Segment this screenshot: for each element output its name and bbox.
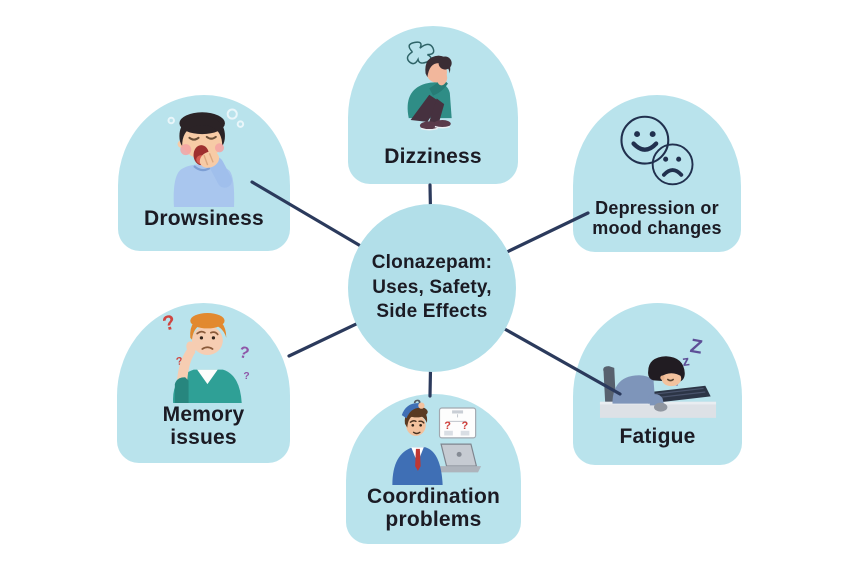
node-label-dizziness: Dizziness xyxy=(384,145,482,169)
question-mark: ? xyxy=(175,355,184,368)
z-letter: z xyxy=(681,354,690,371)
question-mark: ? xyxy=(160,310,178,335)
node-label-memory-issues: Memory issues xyxy=(162,402,245,450)
happy-sad-faces-icon xyxy=(573,95,741,198)
dizzy-seated-person-icon xyxy=(348,26,518,145)
node-label-coordination-problems: Coordination problems xyxy=(366,484,501,532)
dizzy-person-illustration xyxy=(406,41,452,132)
node-fatigue: Z z z z Fatigue xyxy=(573,303,742,465)
confused-businessman-laptop-icon: ? ? ? xyxy=(346,394,521,485)
z-letter: Z xyxy=(688,336,704,360)
confused-elderly-man-icon: ? ? ? ? xyxy=(117,303,290,403)
businessman-laptop-illustration: ? ? ? xyxy=(391,397,481,485)
node-memory-issues: ? ? ? ? Memory issues xyxy=(117,303,290,463)
yawning-person-icon xyxy=(118,95,290,208)
question-mark: ? xyxy=(237,343,250,363)
center-topic-label: Clonazepam: Uses, Safety, Side Effects xyxy=(371,251,493,323)
node-label-depression: Depression or mood changes xyxy=(592,197,722,238)
node-label-fatigue: Fatigue xyxy=(619,425,696,449)
sleeping-on-keyboard-icon: Z z z z xyxy=(573,303,742,425)
sleeping-person-illustration: Z z z z xyxy=(599,336,716,419)
question-mark: ? xyxy=(444,420,451,432)
confused-man-illustration: ? ? ? ? xyxy=(160,310,250,403)
node-drowsiness: Drowsiness xyxy=(118,95,290,251)
node-coordination-problems: ? ? ? xyxy=(346,394,521,544)
node-label-drowsiness: Drowsiness xyxy=(144,207,264,231)
question-mark: ? xyxy=(243,371,249,382)
mood-faces-illustration xyxy=(620,115,694,185)
center-topic: Clonazepam: Uses, Safety, Side Effects xyxy=(348,204,516,372)
yawning-person-illustration xyxy=(167,109,245,208)
question-mark: ? xyxy=(461,420,468,432)
node-dizziness: Dizziness xyxy=(348,26,518,184)
node-depression: Depression or mood changes xyxy=(573,95,741,252)
